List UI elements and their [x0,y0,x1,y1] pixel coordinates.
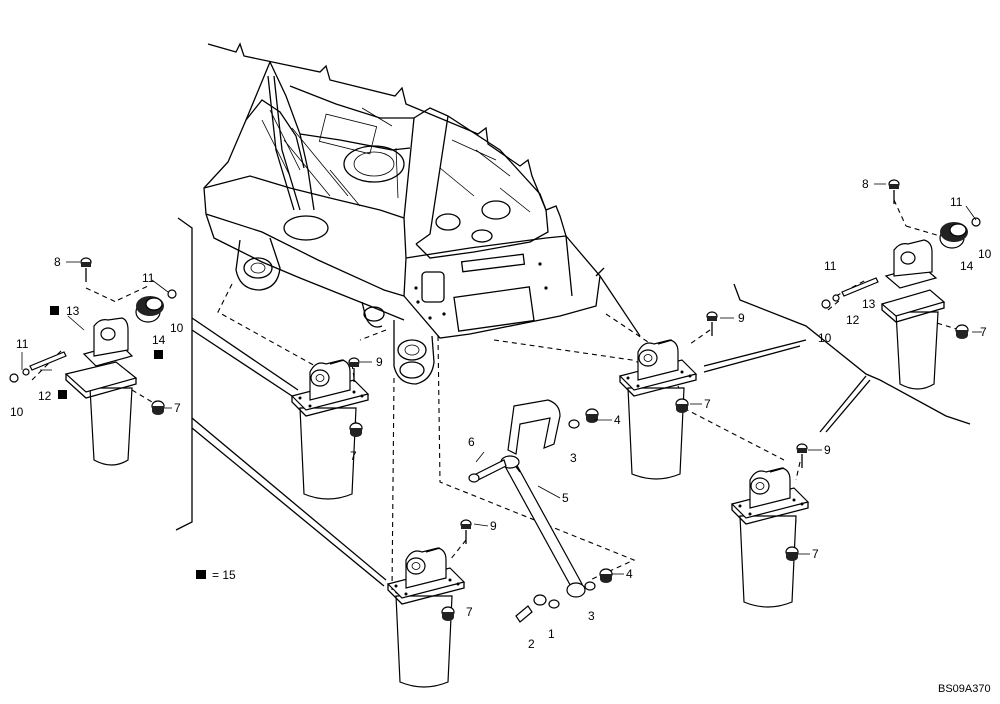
machine-frame [203,42,641,385]
callout-9-a: 9 [376,355,383,369]
post-mount-right-lower [731,443,809,608]
callout-12-left: 12 [38,389,52,403]
callout-labels: 8 11 10 13 14 11 10 12 7 9 7 4 3 6 5 9 4… [10,177,992,651]
assembly-lines [31,199,961,614]
callout-10-left-bottom: 10 [10,405,24,419]
callout-13-right: 13 [862,297,876,311]
callout-12-right: 12 [846,313,860,327]
callout-10-right-bottom: 10 [818,331,832,345]
leader-lines [21,183,982,575]
callout-7-right: 7 [980,325,987,339]
callout-10-right-top: 10 [978,247,992,261]
post-mount-right [821,179,981,390]
post-mount-center-left [291,357,369,500]
gas-strut [468,399,613,623]
legend-marker [154,350,163,359]
callout-2: 2 [528,637,535,651]
callout-13-left: 13 [66,304,80,318]
callout-11-left-top: 11 [142,271,155,285]
legend-text: = 15 [212,568,236,582]
legend-square-icon [196,570,206,579]
callout-14-right: 14 [960,259,974,273]
callout-3-top: 3 [570,451,577,465]
callout-6: 6 [468,435,475,449]
post-mount-bottom-center [387,519,472,688]
callout-7-c: 7 [704,397,711,411]
callout-7-a: 7 [350,449,357,463]
post-mount-left [9,257,177,466]
callout-8-left: 8 [54,255,61,269]
callout-3-bottom: 3 [588,609,595,623]
callout-14-left: 14 [152,333,166,347]
callout-4-top: 4 [614,413,621,427]
callout-9-c: 9 [738,311,745,325]
legend: = 15 [196,568,236,582]
frame-outline [175,217,971,587]
legend-marker [58,390,67,399]
callout-5: 5 [562,491,569,505]
callout-9-d: 9 [824,443,831,457]
callout-7-d: 7 [812,547,819,561]
callout-10-left-top: 10 [170,321,184,335]
diagram-code: BS09A370 [938,683,991,695]
callout-9-b: 9 [490,519,497,533]
legend-marker [50,306,59,315]
callout-7-left: 7 [174,401,181,415]
post-mount-center-right [619,311,718,480]
callout-8-right: 8 [862,177,869,191]
callout-4-bottom: 4 [626,567,633,581]
callout-11-right-top: 11 [950,195,963,209]
callout-7-b: 7 [466,605,473,619]
callout-1: 1 [548,627,555,641]
callout-11-right-bottom: 11 [824,259,837,273]
callout-11-left-bottom: 11 [16,337,29,351]
